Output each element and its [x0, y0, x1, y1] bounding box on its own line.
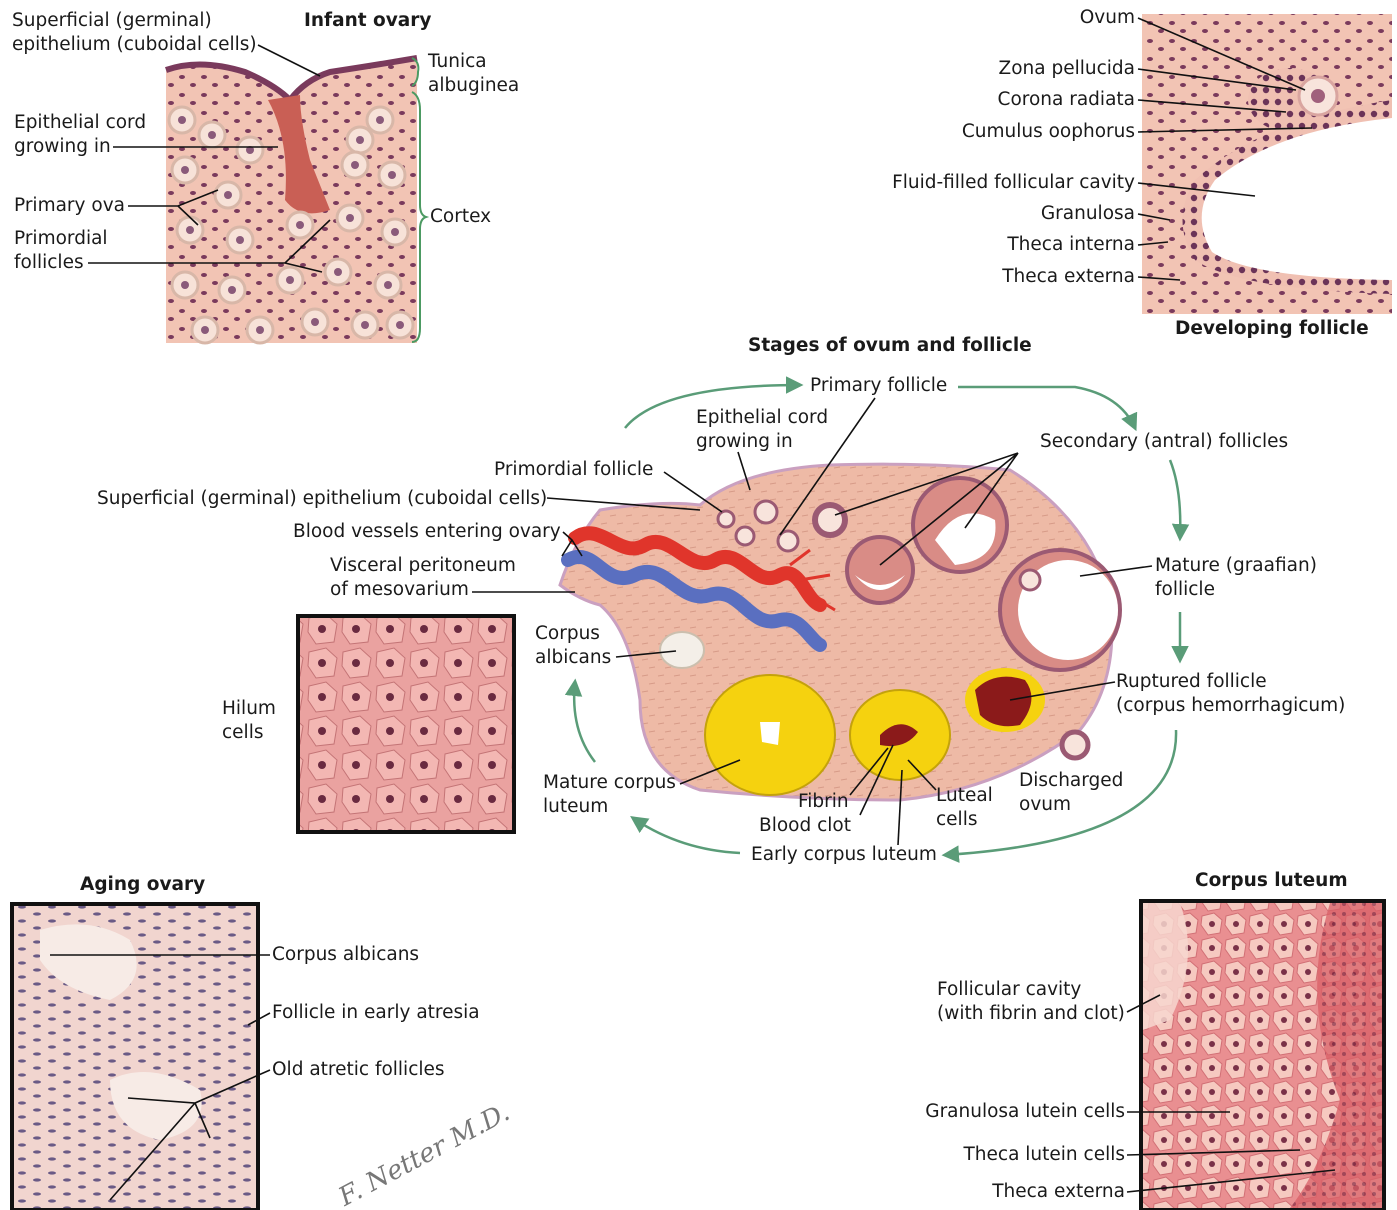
label-follicular-cavity: Fluid-filled follicular cavity	[892, 171, 1135, 195]
aging-ovary-panel	[12, 904, 258, 1210]
label-theca-externa-luteum: Theca externa	[992, 1180, 1125, 1204]
aging-ovary-title: Aging ovary	[80, 874, 205, 895]
label-mature-corpus-luteum: Mature corpus luteum	[543, 771, 676, 819]
label-follicular-cavity-clot: Follicular cavity (with fibrin and clot)	[937, 978, 1125, 1026]
label-blood-clot: Blood clot	[759, 814, 851, 838]
hilum-cells-panel	[298, 616, 514, 832]
label-hilum-cells: Hilum cells	[222, 697, 276, 745]
label-granulosa: Granulosa	[1041, 202, 1135, 226]
label-epithelial-cord: Epithelial cord growing in	[14, 111, 146, 159]
label-epithelial-cord-stage: Epithelial cord growing in	[696, 406, 828, 454]
label-theca-lutein: Theca lutein cells	[963, 1143, 1125, 1167]
label-corpus-albicans: Corpus albicans	[535, 622, 611, 670]
label-early-corpus-luteum: Early corpus luteum	[751, 843, 937, 867]
label-tunica-albuginea: Tunica albuginea	[428, 50, 519, 98]
label-superficial-epithelium-stage: Superficial (germinal) epithelium (cuboi…	[97, 487, 547, 511]
label-primary-ova: Primary ova	[14, 194, 125, 218]
label-cortex: Cortex	[430, 205, 491, 229]
label-mature-graafian: Mature (graafian) follicle	[1155, 554, 1317, 602]
label-fibrin: Fibrin	[798, 790, 849, 814]
label-secondary-follicles: Secondary (antral) follicles	[1040, 430, 1288, 454]
label-ovum: Ovum	[1080, 6, 1135, 30]
label-zona-pellucida: Zona pellucida	[999, 57, 1135, 81]
label-superficial-epithelium: Superficial (germinal) epithelium (cuboi…	[12, 9, 257, 57]
developing-follicle-title: Developing follicle	[1175, 318, 1369, 339]
label-primordial-follicles: Primordial follicles	[14, 227, 108, 275]
label-old-atretic: Old atretic follicles	[272, 1058, 445, 1082]
label-cumulus-oophorus: Cumulus oophorus	[962, 120, 1135, 144]
corpus-luteum-panel	[1141, 901, 1384, 1210]
label-blood-vessels: Blood vessels entering ovary	[293, 520, 561, 544]
stages-title: Stages of ovum and follicle	[748, 335, 1032, 356]
infant-ovary-illustration	[166, 58, 417, 343]
label-theca-interna: Theca interna	[1007, 233, 1135, 257]
label-visceral-peritoneum: Visceral peritoneum of mesovarium	[330, 554, 516, 602]
label-corona-radiata: Corona radiata	[998, 88, 1135, 112]
developing-follicle-illustration	[1142, 14, 1392, 314]
label-primary-follicle: Primary follicle	[810, 374, 947, 398]
infant-ovary-title: Infant ovary	[304, 10, 431, 31]
corpus-luteum-title: Corpus luteum	[1195, 870, 1348, 891]
label-discharged-ovum: Discharged ovum	[1019, 769, 1123, 817]
label-luteal-cells: Luteal cells	[936, 784, 993, 832]
label-aging-corpus-albicans: Corpus albicans	[272, 943, 419, 967]
corpus-albicans-graphic	[660, 632, 704, 668]
label-primordial-follicle: Primordial follicle	[494, 458, 653, 482]
label-theca-externa: Theca externa	[1002, 265, 1135, 289]
label-granulosa-lutein: Granulosa lutein cells	[925, 1100, 1125, 1124]
label-early-atresia: Follicle in early atresia	[272, 1001, 480, 1025]
label-ruptured-follicle: Ruptured follicle (corpus hemorrhagicum)	[1116, 670, 1345, 718]
